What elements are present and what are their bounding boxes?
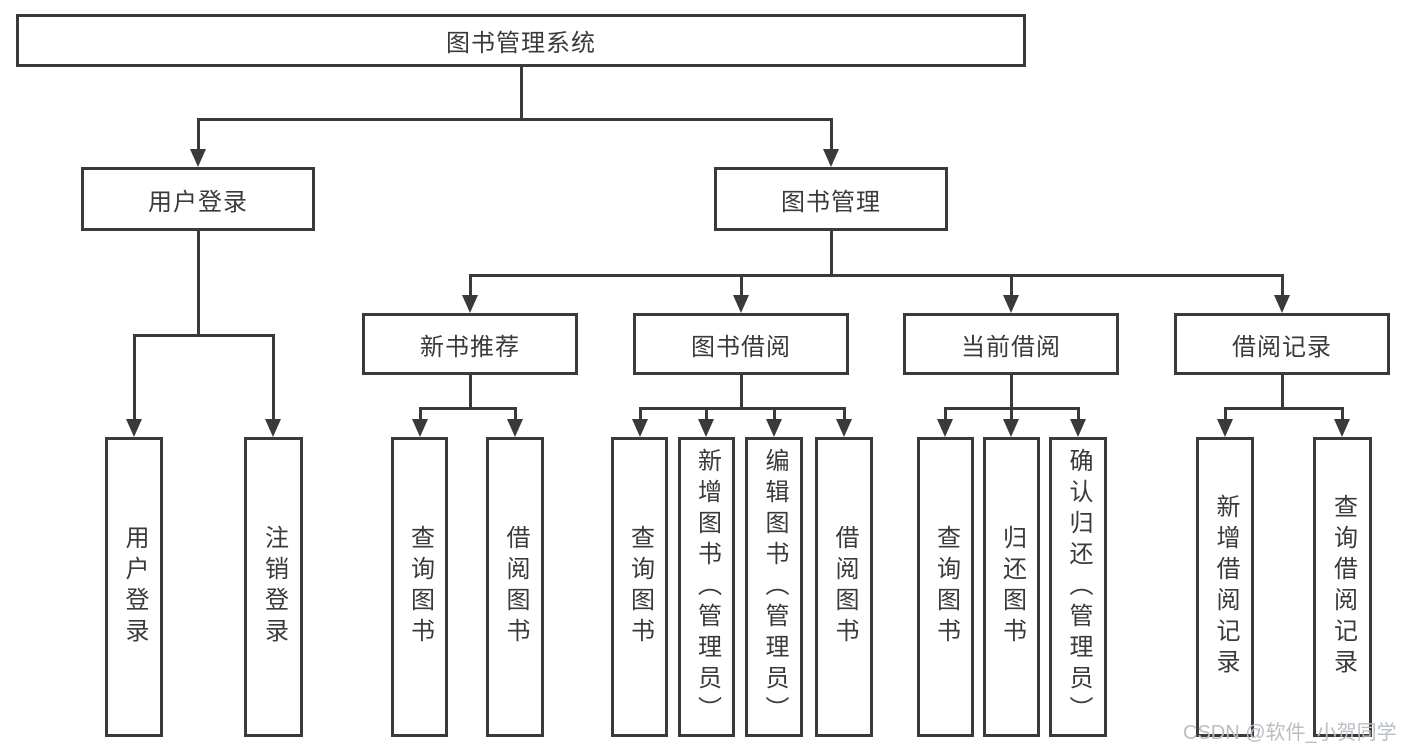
node-user-login-label: 用户登录 (148, 188, 248, 216)
csdn-watermark: CSDN @软件_小贺同学 (1183, 722, 1397, 744)
node-current-borrow: 当前借阅 (903, 313, 1119, 375)
node-book-management: 图书管理 (714, 167, 948, 231)
connector-arm-leaf (1010, 407, 1013, 423)
leaf-query-borrow-record-label: 查询借阅记录 (1329, 494, 1357, 680)
leaf-borrow-books-recommend-label: 借阅图书 (502, 525, 529, 649)
leaf-edit-books-admin: 编辑图书（管理员） (745, 437, 803, 737)
arrowhead-down-icon (1070, 419, 1086, 437)
arrowhead-down-icon (190, 149, 206, 167)
connector-arm-leaf (514, 407, 517, 423)
connector-new-book-recommend-stem (469, 375, 472, 410)
leaf-confirm-return-admin-label: 确认归还（管理员） (1065, 447, 1092, 727)
connector-arm-book-management (830, 118, 833, 153)
connector-arm-borrow-records (1281, 274, 1284, 299)
connector-arm-leaf (705, 407, 708, 423)
node-book-borrow-label: 图书借阅 (691, 333, 791, 361)
node-current-borrow-label: 当前借阅 (961, 333, 1061, 361)
connector-arm-leaf (773, 407, 776, 423)
connector-book-management-stem (830, 231, 833, 277)
arrowhead-down-icon (265, 419, 281, 437)
leaf-add-books-admin-label: 新增图书（管理员） (693, 447, 721, 727)
connector-arm-user-login (197, 118, 200, 153)
connector-root-bar (197, 118, 833, 121)
connector-borrow-records-stem (1281, 375, 1284, 410)
leaf-add-borrow-record-label: 新增借阅记录 (1212, 494, 1239, 680)
arrowhead-down-icon (1003, 295, 1019, 313)
node-book-borrow: 图书借阅 (633, 313, 849, 375)
connector-arm-leaf (944, 407, 947, 423)
connector-current-borrow-stem (1010, 375, 1013, 410)
leaf-return-books-label: 归还图书 (998, 525, 1026, 649)
connector-arm-leaf (1341, 407, 1344, 423)
leaf-query-books-current: 查询图书 (917, 437, 974, 737)
connector-arm-leaf (1077, 407, 1080, 423)
connector-root-stem (520, 67, 523, 120)
arrowhead-down-icon (412, 419, 428, 437)
leaf-query-books-borrow-label: 查询图书 (626, 525, 654, 649)
connector-arm-leaf (843, 407, 846, 423)
connector-arm-book-borrow (740, 274, 743, 299)
arrowhead-down-icon (733, 295, 749, 313)
leaf-query-books-recommend: 查询图书 (391, 437, 448, 737)
leaf-query-books-current-label: 查询图书 (932, 525, 960, 649)
connector-new-book-recommend-bar (419, 407, 517, 410)
arrowhead-down-icon (462, 295, 478, 313)
leaf-query-books-borrow: 查询图书 (611, 437, 668, 737)
node-borrow-records: 借阅记录 (1174, 313, 1390, 375)
leaf-return-books: 归还图书 (983, 437, 1040, 737)
connector-borrow-records-bar (1224, 407, 1344, 410)
leaf-logout-label: 注销登录 (260, 525, 288, 649)
arrowhead-down-icon (126, 419, 142, 437)
connector-arm-leaf (639, 407, 642, 423)
arrowhead-down-icon (836, 419, 852, 437)
connector-book-management-bar (469, 274, 1283, 277)
arrowhead-down-icon (632, 419, 648, 437)
leaf-confirm-return-admin: 确认归还（管理员） (1049, 437, 1107, 737)
connector-user-login-stem (197, 231, 200, 337)
arrowhead-down-icon (823, 149, 839, 167)
connector-arm-current-borrow (1010, 274, 1013, 299)
arrowhead-down-icon (698, 419, 714, 437)
connector-arm-new-book-recommend (469, 274, 472, 299)
connector-arm-leaf-user-login (133, 334, 136, 422)
node-root: 图书管理系统 (16, 14, 1026, 67)
arrowhead-down-icon (937, 419, 953, 437)
connector-arm-leaf-logout (272, 334, 275, 422)
node-borrow-records-label: 借阅记录 (1232, 333, 1332, 361)
connector-user-login-bar (133, 334, 275, 337)
leaf-query-books-recommend-label: 查询图书 (406, 525, 434, 649)
leaf-user-login-label: 用户登录 (121, 525, 148, 649)
leaf-borrow-books-label: 借阅图书 (831, 525, 858, 649)
leaf-query-borrow-record: 查询借阅记录 (1313, 437, 1372, 737)
arrowhead-down-icon (507, 419, 523, 437)
node-book-management-label: 图书管理 (781, 188, 881, 216)
connector-arm-leaf (419, 407, 422, 423)
leaf-add-borrow-record: 新增借阅记录 (1196, 437, 1254, 737)
arrowhead-down-icon (1274, 295, 1290, 313)
connector-book-borrow-bar (639, 407, 846, 410)
leaf-edit-books-admin-label: 编辑图书（管理员） (761, 447, 788, 727)
leaf-logout: 注销登录 (244, 437, 303, 737)
node-user-login: 用户登录 (81, 167, 315, 231)
connector-arm-leaf (1224, 407, 1227, 423)
arrowhead-down-icon (1334, 419, 1350, 437)
arrowhead-down-icon (1003, 419, 1019, 437)
arrowhead-down-icon (766, 419, 782, 437)
arrowhead-down-icon (1217, 419, 1233, 437)
leaf-user-login: 用户登录 (105, 437, 163, 737)
node-new-book-recommend: 新书推荐 (362, 313, 578, 375)
leaf-borrow-books-recommend: 借阅图书 (486, 437, 544, 737)
leaf-borrow-books: 借阅图书 (815, 437, 873, 737)
leaf-add-books-admin: 新增图书（管理员） (678, 437, 735, 737)
node-root-label: 图书管理系统 (446, 30, 596, 57)
connector-book-borrow-stem (740, 375, 743, 410)
node-new-book-recommend-label: 新书推荐 (420, 333, 520, 361)
